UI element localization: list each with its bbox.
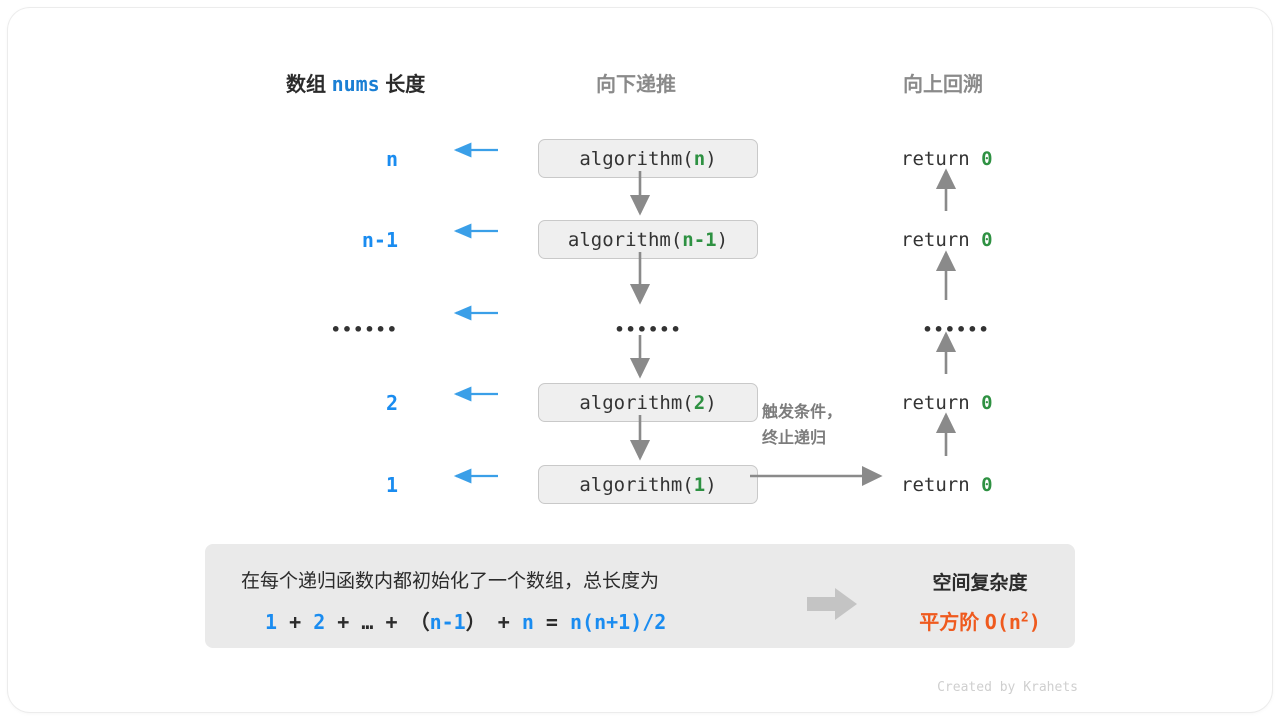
formula-op-4: + bbox=[497, 610, 510, 634]
call-column-ellipsis: •••••• bbox=[614, 320, 682, 339]
implies-arrow-icon bbox=[807, 588, 857, 620]
diagram-card: 数组 nums 长度 向下递推 向上回溯 n algorithm(n) retu… bbox=[8, 8, 1272, 712]
return-text-row-5: return bbox=[901, 474, 982, 496]
formula-op-1: + bbox=[289, 610, 302, 634]
return-row-1: return 0 bbox=[901, 148, 993, 170]
call-box-prefix-row-5: algorithm( bbox=[579, 473, 694, 496]
return-value-row-5: 0 bbox=[981, 474, 993, 496]
termination-note-line-1: 触发条件， bbox=[762, 404, 843, 421]
call-box-arg-row-4: 2 bbox=[693, 391, 706, 414]
call-box-arg-row-2: n-1 bbox=[682, 228, 717, 251]
formula-term-2: 2 bbox=[313, 610, 326, 634]
size-arrows bbox=[453, 142, 498, 484]
call-box-arg-row-1: n bbox=[693, 147, 706, 170]
return-value-row-4: 0 bbox=[981, 392, 993, 414]
formula-term-5: n bbox=[521, 610, 534, 634]
summary-description: 在每个递归函数内都初始化了一个数组，总长度为 bbox=[241, 571, 660, 592]
return-row-2: return 0 bbox=[901, 229, 993, 251]
call-box-prefix-row-2: algorithm( bbox=[567, 228, 683, 251]
complexity-value-notation: O(n2) bbox=[985, 610, 1041, 634]
return-text-row-1: return bbox=[901, 148, 982, 170]
size-label-row-2: n-1 bbox=[361, 228, 398, 252]
call-box-suffix-row-5: ) bbox=[705, 473, 717, 496]
formula-op-2: + bbox=[337, 610, 350, 634]
header-downward-recursion: 向下递推 bbox=[596, 74, 676, 96]
size-label-row-1: n bbox=[385, 147, 398, 171]
formula-equals: = bbox=[545, 610, 558, 634]
return-value-row-1: 0 bbox=[981, 148, 993, 170]
complexity-value-label: 平方阶 bbox=[919, 612, 980, 634]
size-label-row-5: 1 bbox=[385, 473, 398, 497]
complexity-close-paren: ) bbox=[1028, 610, 1041, 634]
call-box-prefix-row-1: algorithm( bbox=[579, 147, 694, 170]
call-box-prefix-row-4: algorithm( bbox=[579, 391, 694, 414]
header-array-length: 数组 nums 长度 bbox=[286, 68, 425, 97]
formula-op-3: + bbox=[385, 610, 398, 634]
termination-note: 触发条件， 终止递归 bbox=[762, 400, 842, 452]
call-box-suffix-row-2: ) bbox=[716, 228, 729, 251]
size-label-row-3-ellipsis: •••••• bbox=[330, 320, 398, 339]
summary-formula: 1 + 2 + … + （n-1） + n = n(n+1)/2 bbox=[265, 606, 666, 635]
header-array-suffix: 长度 bbox=[385, 74, 426, 96]
footer-credit: Created by Krahets bbox=[937, 680, 1078, 695]
return-text-row-2: return bbox=[901, 229, 982, 251]
call-box-suffix-row-1: ) bbox=[705, 147, 717, 170]
size-label-row-4: 2 bbox=[385, 391, 398, 415]
formula-paren-open: （ bbox=[409, 610, 430, 634]
return-row-5: return 0 bbox=[901, 474, 993, 496]
return-row-4: return 0 bbox=[901, 392, 993, 414]
formula-term-4: n-1 bbox=[429, 610, 466, 634]
complexity-title: 空间复杂度 bbox=[932, 573, 1028, 594]
header-array-nums: nums bbox=[331, 72, 380, 96]
header-array-prefix: 数组 bbox=[286, 74, 326, 96]
formula-ellipsis: … bbox=[361, 610, 374, 634]
formula-result: n(n+1)/2 bbox=[570, 610, 667, 634]
call-box-suffix-row-4: ) bbox=[705, 391, 717, 414]
return-text-row-4: return bbox=[901, 392, 982, 414]
call-box-row-1[interactable]: algorithm(n) bbox=[538, 139, 758, 178]
call-box-row-5[interactable]: algorithm(1) bbox=[538, 465, 758, 504]
complexity-big-o: O(n bbox=[984, 610, 1021, 634]
complexity-value: 平方阶 O(n2) bbox=[875, 606, 1085, 635]
call-box-row-4[interactable]: algorithm(2) bbox=[538, 383, 758, 422]
complexity-exponent: 2 bbox=[1020, 610, 1029, 626]
formula-paren-close: ） bbox=[465, 610, 486, 634]
formula-term-1: 1 bbox=[265, 610, 278, 634]
termination-note-line-2: 终止递归 bbox=[762, 430, 827, 447]
header-upward-backtrack: 向上回溯 bbox=[903, 74, 983, 96]
return-value-row-2: 0 bbox=[981, 229, 993, 251]
call-box-arg-row-5: 1 bbox=[693, 473, 706, 496]
call-box-row-2[interactable]: algorithm(n-1) bbox=[538, 220, 758, 259]
return-column-ellipsis: •••••• bbox=[922, 320, 990, 339]
summary-panel: 在每个递归函数内都初始化了一个数组，总长度为 1 + 2 + … + （n-1）… bbox=[205, 544, 1075, 648]
